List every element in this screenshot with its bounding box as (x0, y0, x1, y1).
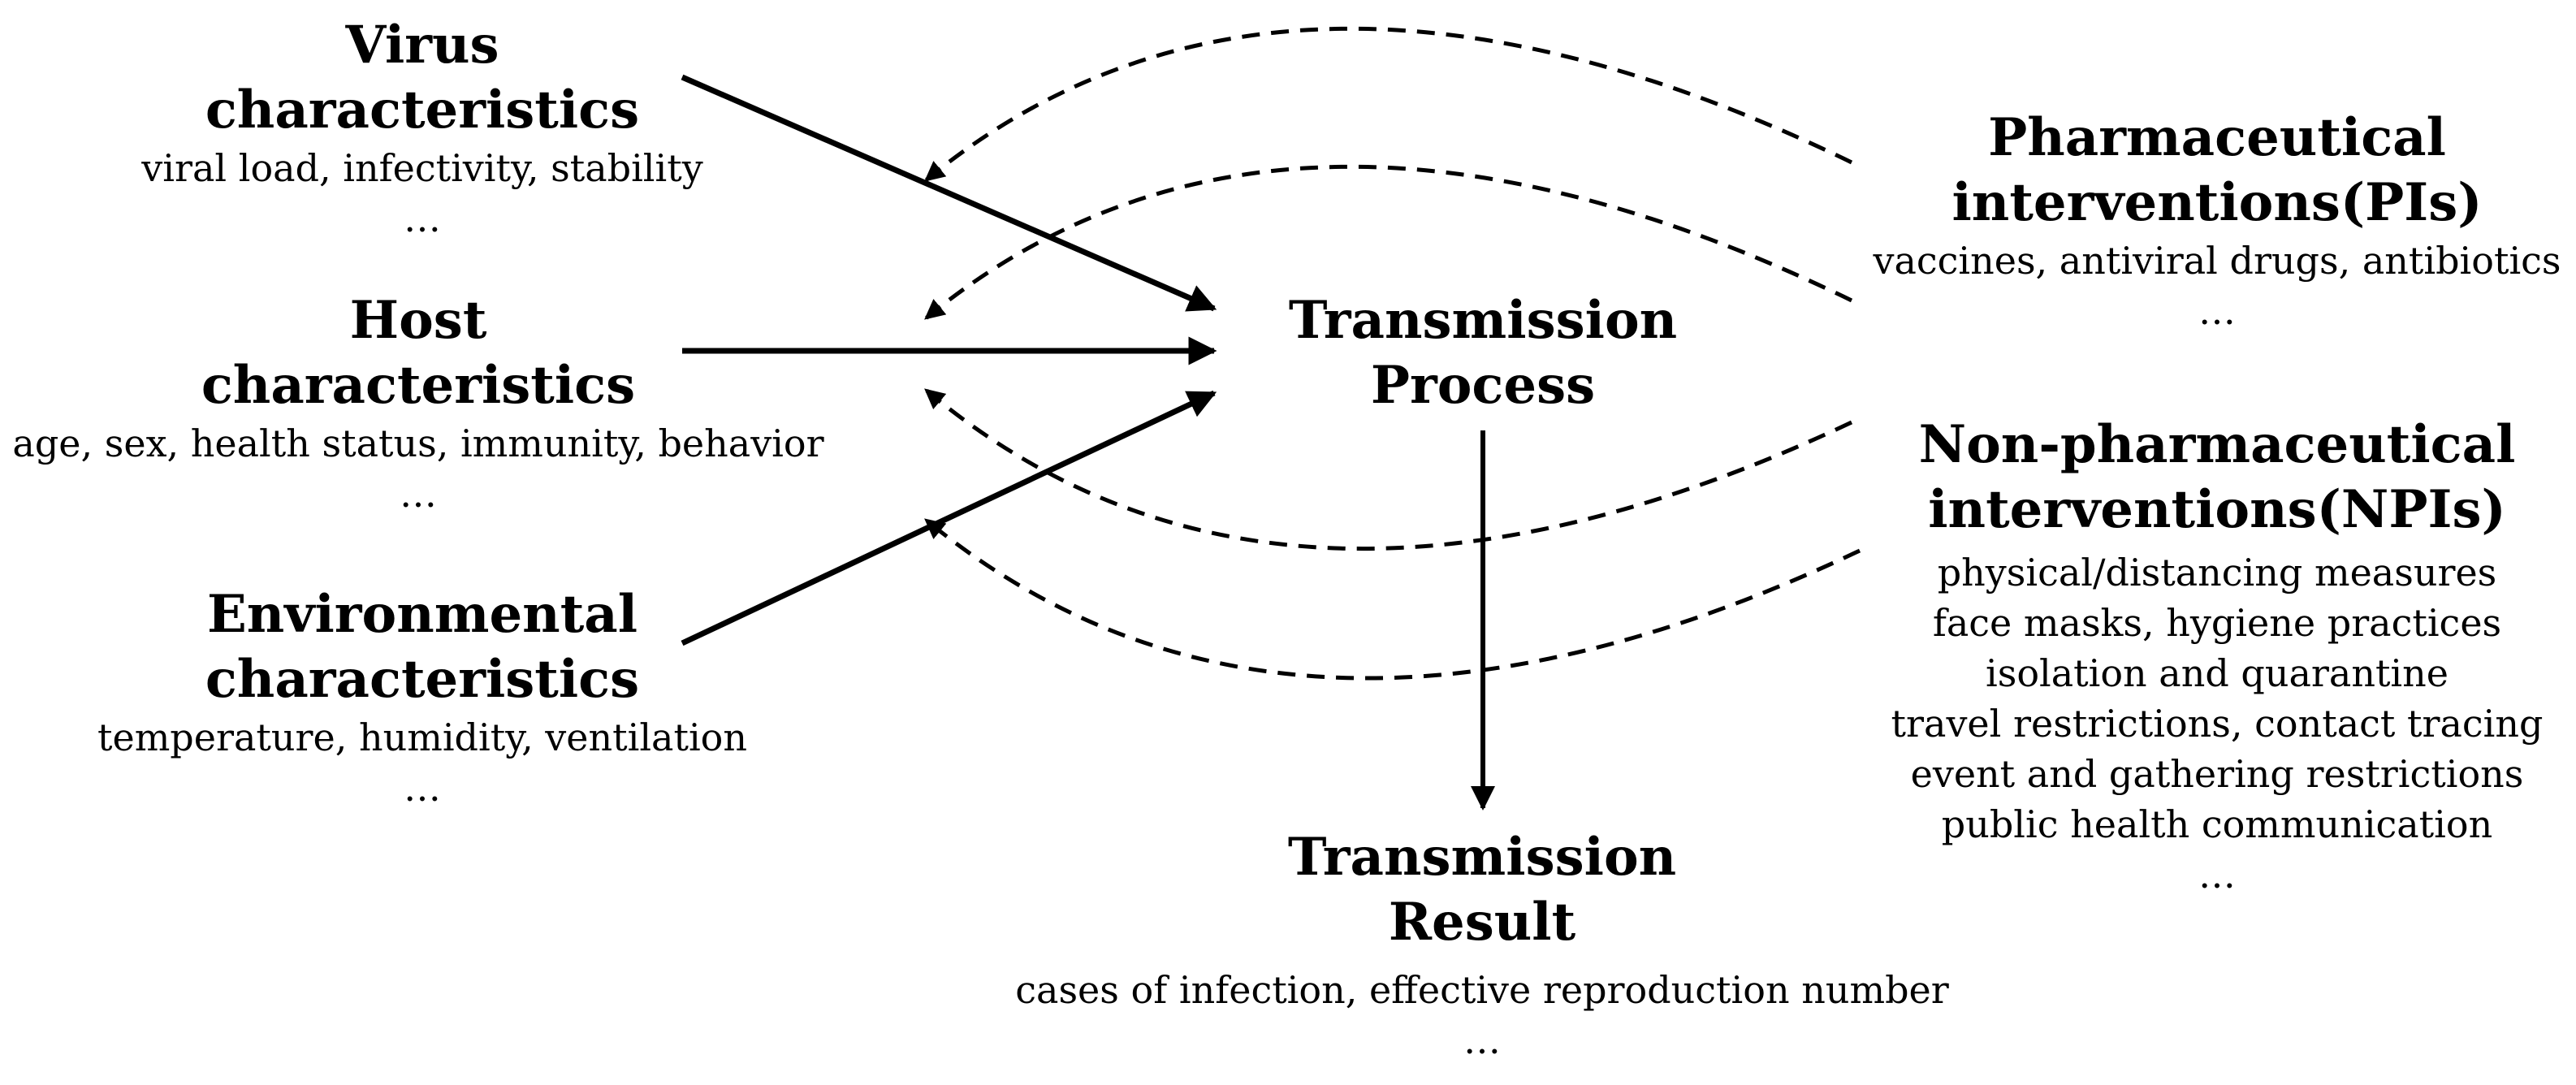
transmission-result-block: Transmission Result cases of infection, … (975, 825, 1990, 1066)
pi-details: vaccines, antiviral drugs, antibiotics … (1873, 239, 2561, 333)
process-title: Transmission Process (1288, 290, 1678, 416)
pi-title: Pharmaceutical interventions(PIs) (1951, 107, 2483, 233)
npi-details: physical/distancing measures face masks,… (1891, 551, 2544, 897)
pi-to-virus-arc (924, 26, 1853, 182)
result-title: Transmission Result (1287, 827, 1677, 953)
transmission-process-block: Transmission Process (1256, 288, 1710, 418)
virus-title: Virus characteristics (205, 15, 640, 140)
npi-title: Non-pharmaceutical interventions(NPIs) (1918, 414, 2516, 540)
npi-to-environment-arc (924, 518, 1861, 681)
virus-details: viral load, infectivity, stability … (141, 146, 703, 240)
virus-to-process-arrow (681, 74, 1217, 312)
environmental-title: Environmental characteristics (205, 584, 640, 710)
result-details: cases of infection, effective reproducti… (1015, 968, 1949, 1062)
environment-to-process-arrow (681, 390, 1217, 646)
virus-characteristics-block: Virus characteristics viral load, infect… (106, 13, 739, 244)
environmental-characteristics-block: Environmental characteristics temperatur… (81, 582, 763, 813)
npi-to-host-arc (924, 388, 1853, 551)
non-pharmaceutical-interventions-block: Non-pharmaceutical interventions(NPIs) p… (1868, 413, 2566, 900)
host-characteristics-block: Host characteristics age, sex, health st… (0, 288, 836, 519)
host-details: age, sex, health status, immunity, behav… (12, 421, 824, 516)
pharmaceutical-interventions-block: Pharmaceutical interventions(PIs) vaccin… (1835, 106, 2576, 336)
pi-to-host-arc (924, 164, 1853, 320)
environmental-details: temperature, humidity, ventilation … (97, 715, 747, 810)
host-title: Host characteristics (201, 290, 636, 416)
